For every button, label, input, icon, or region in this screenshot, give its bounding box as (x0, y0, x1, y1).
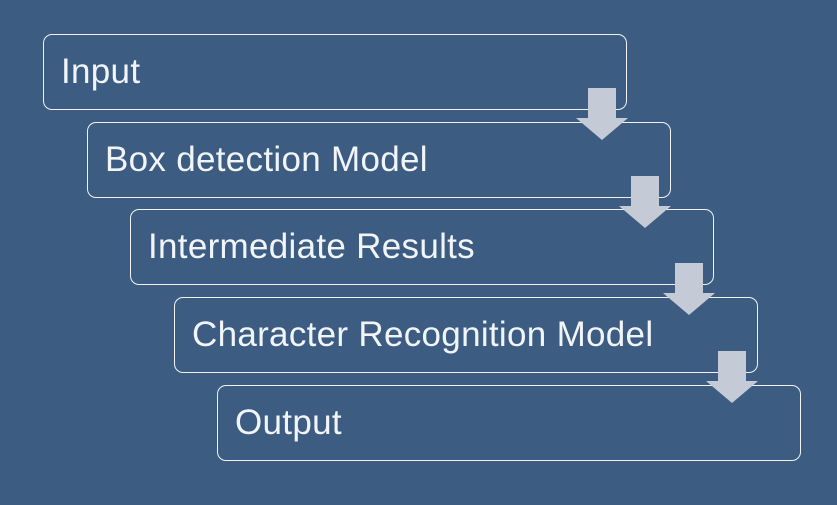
flow-box-output: Output (217, 385, 801, 461)
flow-box-label: Character Recognition Model (192, 315, 654, 354)
flow-box-character-recognition-model: Character Recognition Model (174, 297, 758, 373)
down-arrow-icon (706, 351, 758, 403)
flow-box-input: Input (43, 34, 627, 110)
flow-box-label: Box detection Model (105, 140, 428, 179)
down-arrow-icon (663, 263, 715, 315)
flow-box-box-detection-model: Box detection Model (87, 122, 671, 198)
flow-box-intermediate-results: Intermediate Results (130, 209, 714, 285)
flow-box-label: Input (61, 52, 141, 91)
flow-box-label: Output (235, 403, 342, 442)
flow-box-label: Intermediate Results (148, 227, 475, 266)
down-arrow-icon (576, 88, 628, 140)
down-arrow-icon (619, 176, 671, 228)
